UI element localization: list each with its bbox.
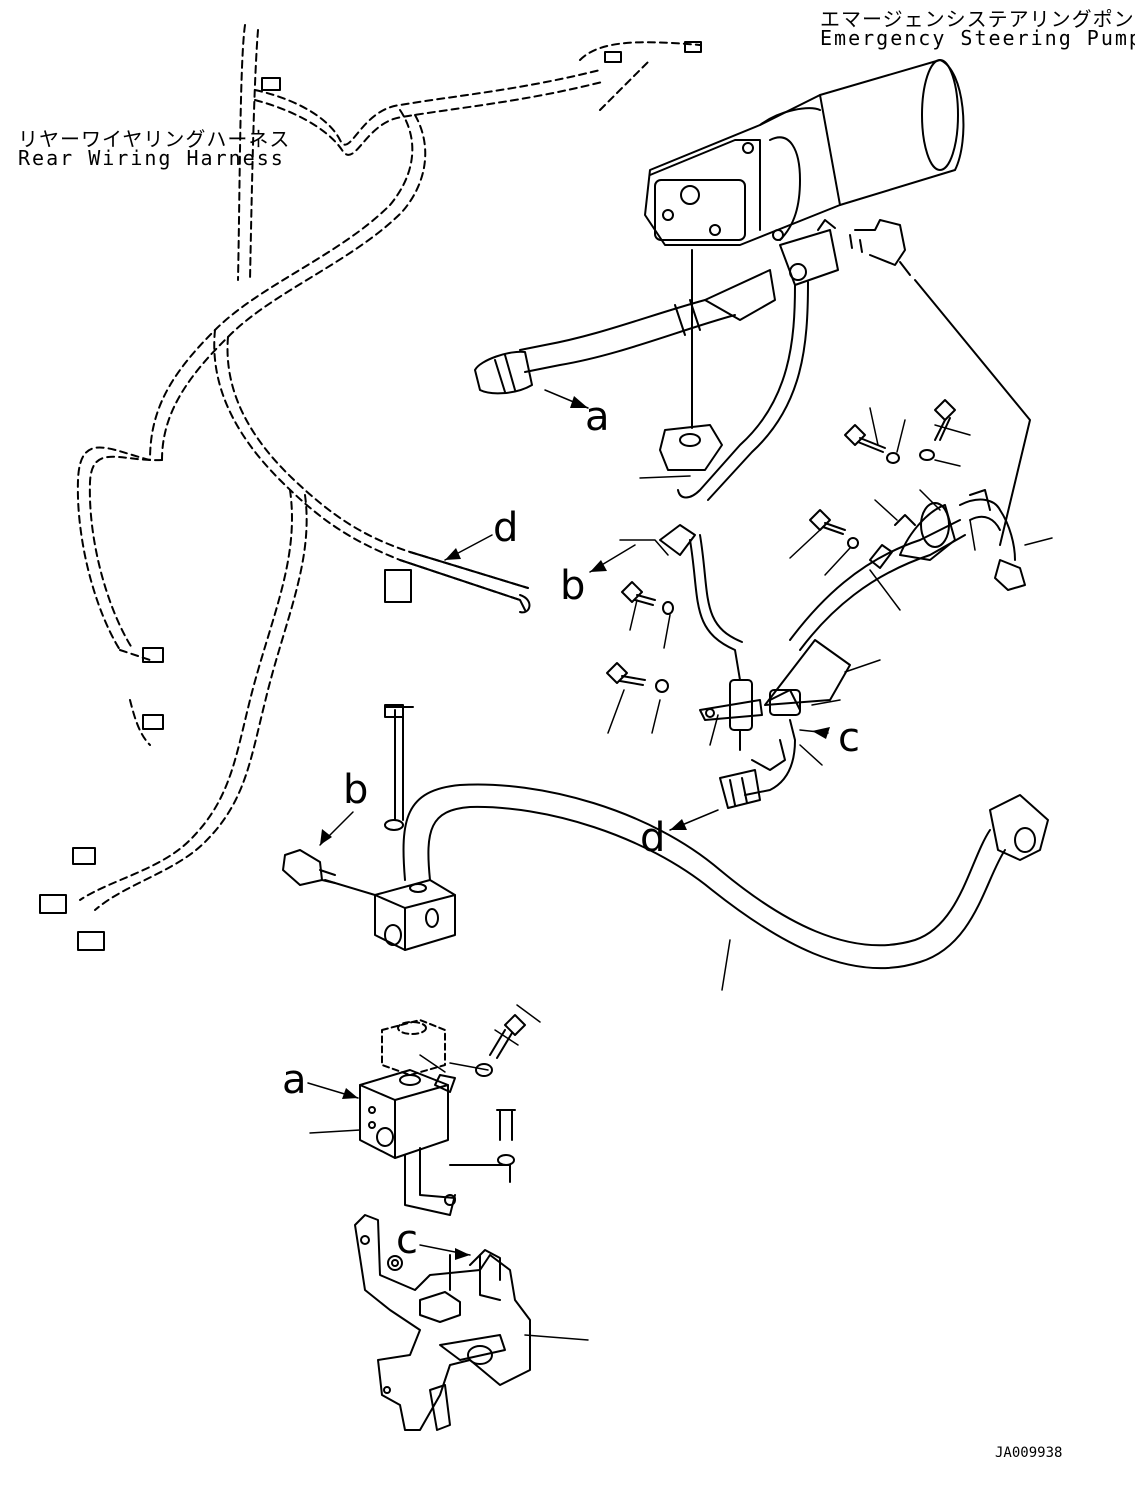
rear-wiring-harness bbox=[78, 25, 700, 910]
harness-label-jp: リヤーワイヤリングハーネス bbox=[18, 127, 291, 151]
ref-c-right: c bbox=[838, 715, 860, 761]
emergency-steering-pump bbox=[645, 60, 963, 245]
arrowheads bbox=[320, 396, 830, 1260]
drawing-code: JA009938 bbox=[995, 1445, 1063, 1461]
elbow-fitting bbox=[850, 220, 1030, 545]
pump-suction-hose bbox=[475, 270, 775, 393]
ref-b-right: b bbox=[560, 563, 586, 609]
ref-a-upper: a bbox=[585, 394, 610, 440]
pump-label-en: Emergency Steering Pump bbox=[820, 26, 1135, 50]
bolts-and-washers bbox=[607, 400, 955, 692]
leader-lines bbox=[308, 390, 1052, 1340]
pump-label-jp: エマージェンシステアリングポンプ bbox=[820, 7, 1135, 31]
valve-harness-assembly bbox=[660, 490, 1025, 808]
main-hydraulic-tube bbox=[385, 705, 1048, 968]
harness-connectors bbox=[40, 42, 701, 950]
ref-d-upper: d bbox=[493, 505, 519, 551]
ref-d-lower: d bbox=[640, 815, 666, 861]
ref-a-lower: a bbox=[282, 1057, 307, 1103]
pump-outlet-tube bbox=[660, 220, 838, 500]
ref-b-left: b bbox=[343, 767, 369, 813]
ref-c-lower: c bbox=[396, 1217, 418, 1263]
lower-bracket-assembly bbox=[355, 1015, 530, 1430]
valve-block-b bbox=[283, 850, 455, 950]
harness-label-en: Rear Wiring Harness bbox=[18, 146, 285, 170]
